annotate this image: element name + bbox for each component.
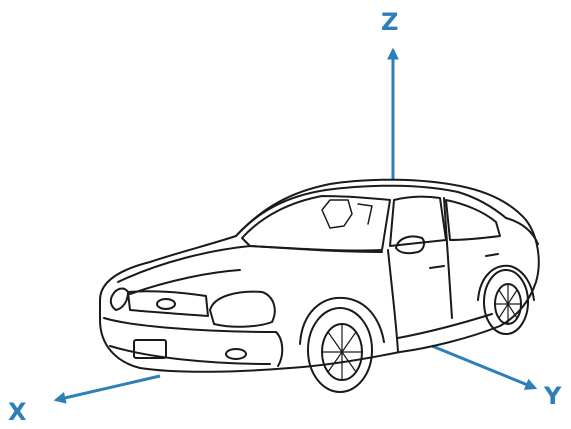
windshield-detail <box>322 200 372 228</box>
right-headlight <box>111 289 128 310</box>
rear-door-handle <box>486 254 498 256</box>
grille <box>128 291 208 316</box>
front-side-window <box>390 197 446 246</box>
z-axis-label: Z <box>381 8 398 36</box>
hood-line <box>118 246 382 282</box>
fog-light <box>226 349 246 359</box>
left-headlight <box>210 292 275 327</box>
car-illustration <box>100 180 539 392</box>
x-axis-label: X <box>8 398 27 426</box>
x-axis-arrow <box>56 376 160 400</box>
y-axis-label: Y <box>543 382 562 410</box>
front-wheel <box>308 308 372 392</box>
rear-side-window <box>446 200 500 240</box>
rear-wheel <box>484 270 528 334</box>
axis-arrows <box>56 50 535 400</box>
front-door-handle <box>430 266 444 268</box>
grille-emblem <box>157 299 175 309</box>
front-door-line <box>388 250 398 352</box>
y-axis-arrow <box>432 346 535 388</box>
